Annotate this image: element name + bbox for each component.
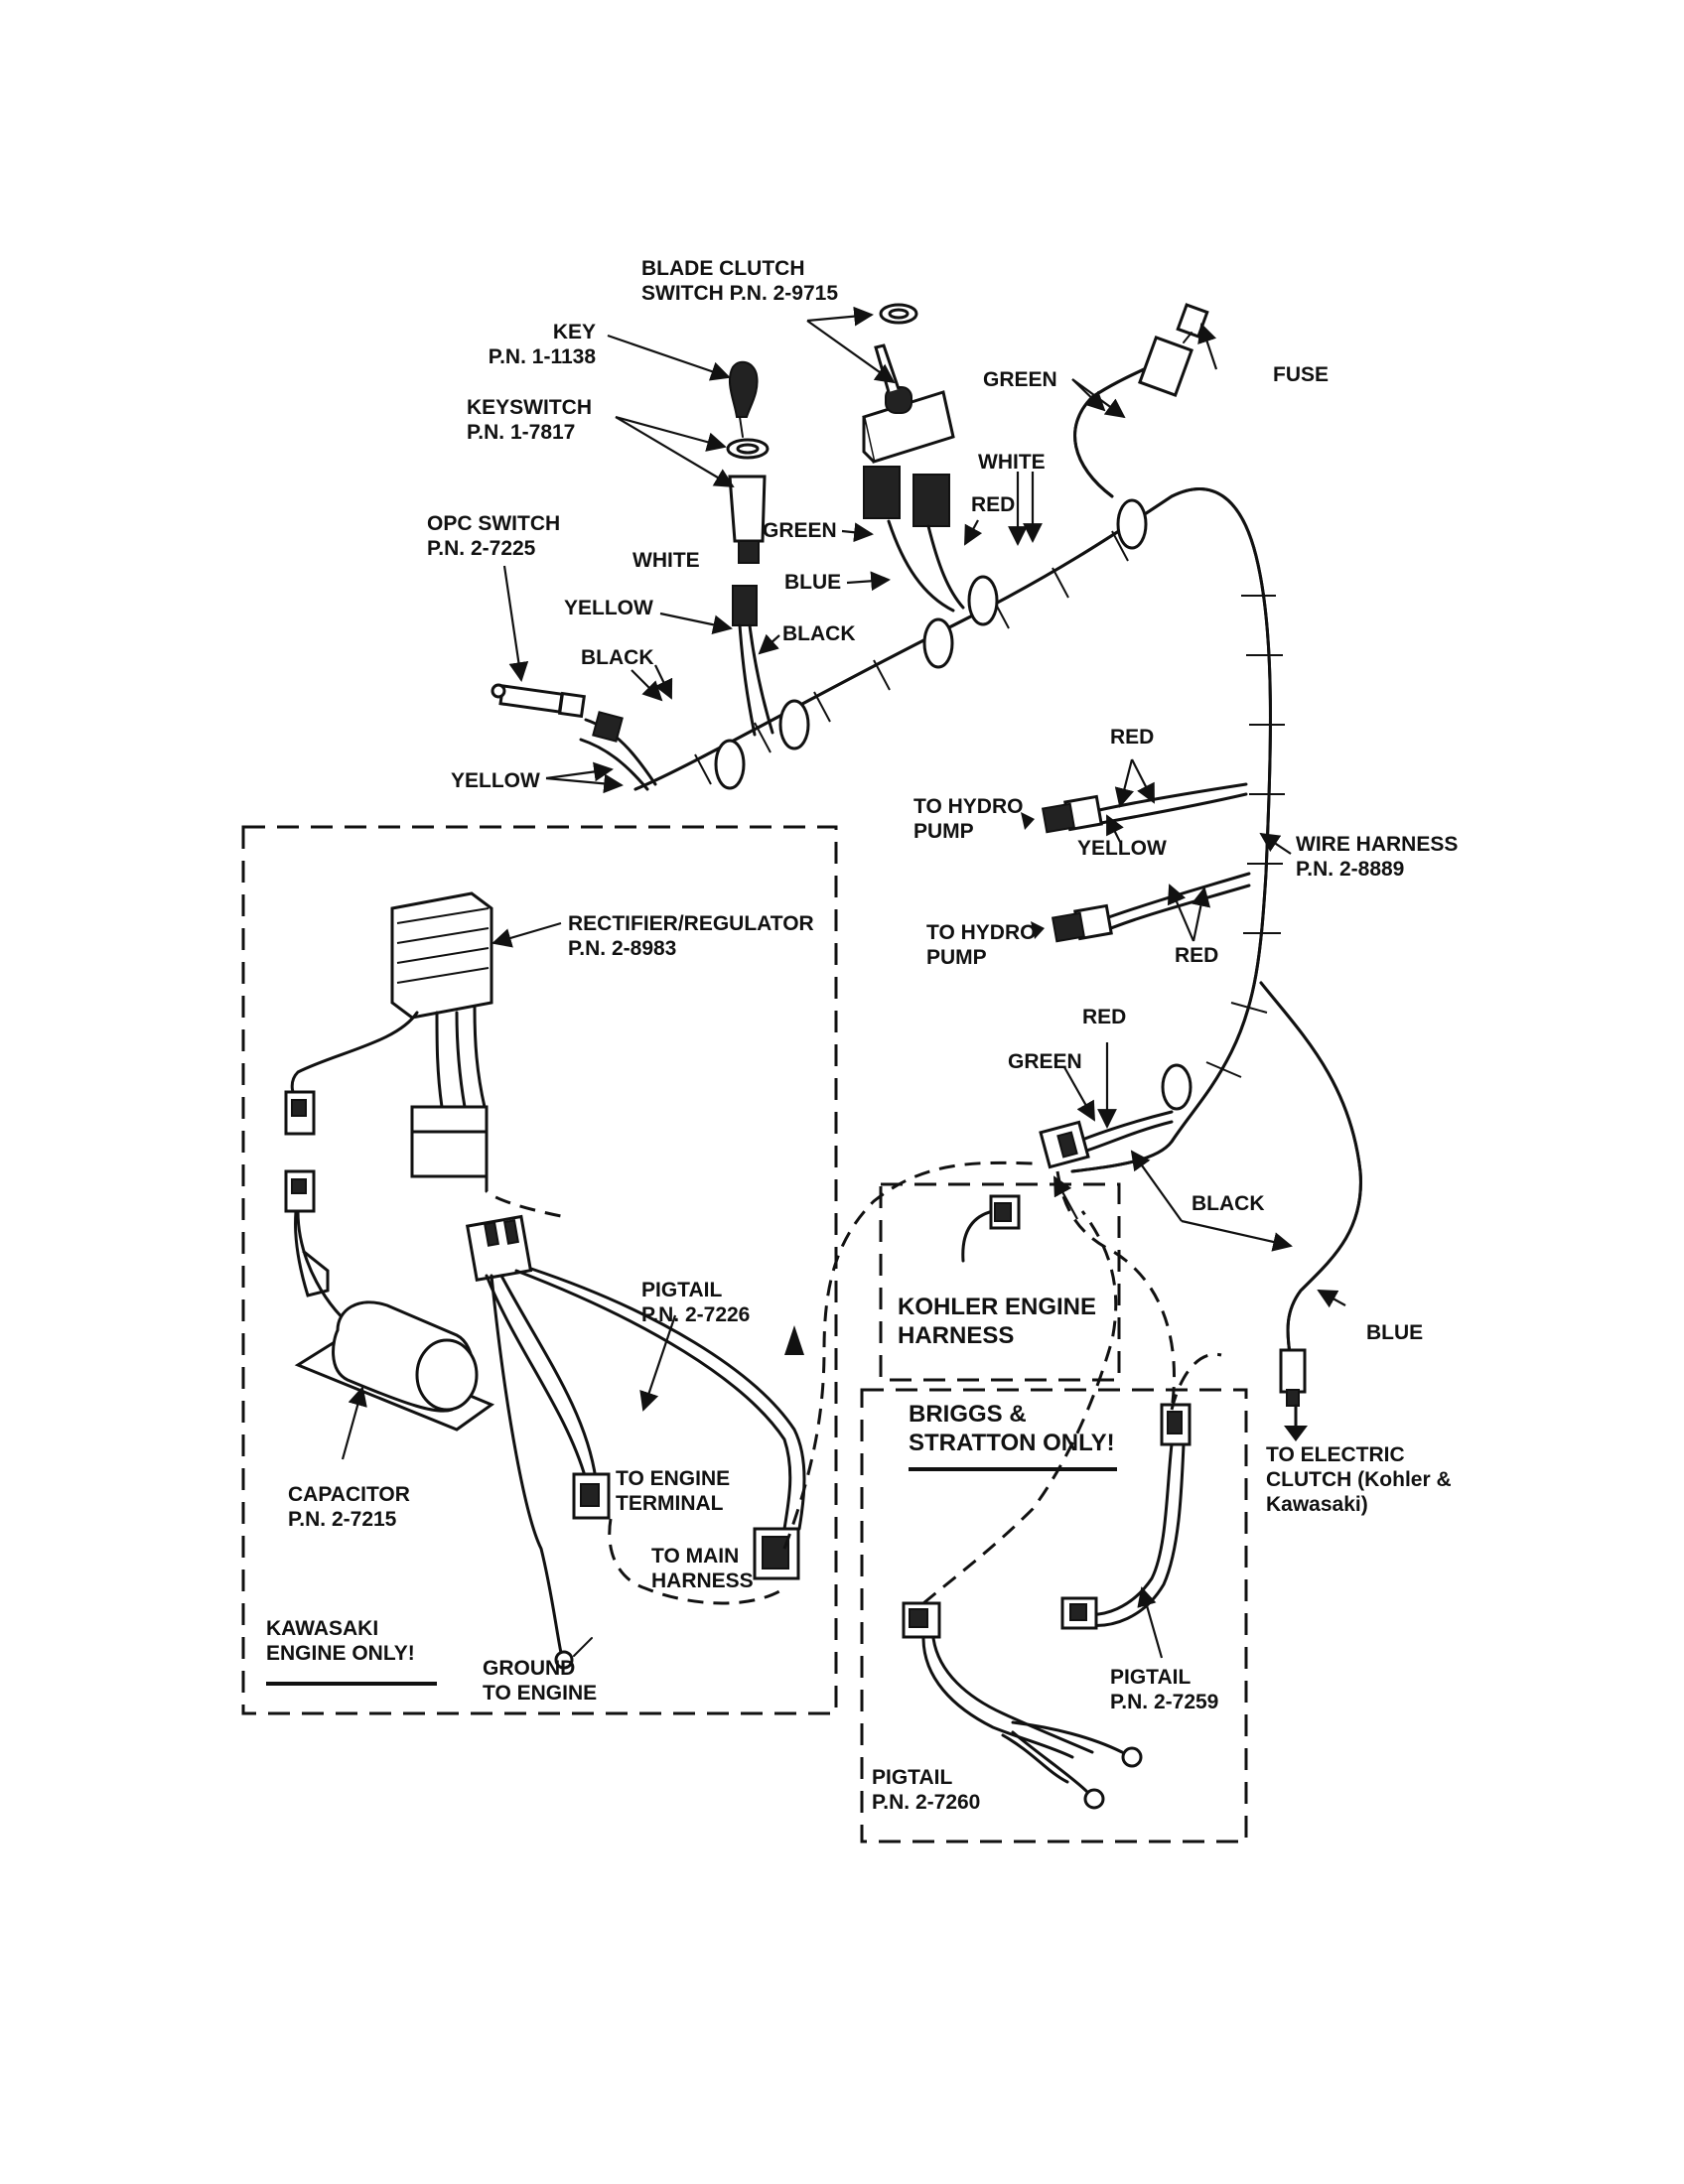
kawasaki-label: KAWASAKI ENGINE ONLY!	[266, 1616, 415, 1666]
key-label-line2: P.N. 1-1138	[488, 345, 596, 368]
yellow-opc-label: YELLOW	[451, 769, 540, 792]
pigtail-7260-label-line1: PIGTAIL	[872, 1766, 953, 1789]
black-key-label: BLACK	[782, 622, 856, 645]
key-and-keyswitch	[726, 360, 774, 737]
to-electric-clutch-line3: Kawasaki)	[1266, 1493, 1368, 1516]
blade-clutch-label: BLADE CLUTCH SWITCH P.N. 2-9715	[641, 256, 838, 306]
to-hydro-pump-1-label: TO HYDRO PUMP	[913, 794, 1023, 844]
pigtail-7226-label: PIGTAIL P.N. 2-7226	[641, 1278, 750, 1327]
rectifier-regulator	[284, 891, 493, 1178]
kohler-harness	[961, 1194, 1021, 1263]
yellow-hydro-label: YELLOW	[1077, 837, 1167, 860]
pigtail-7260-label: PIGTAIL P.N. 2-7260	[872, 1765, 980, 1815]
rectifier-label: RECTIFIER/REGULATOR P.N. 2-8983	[568, 911, 814, 961]
keyswitch-label-line1: KEYSWITCH	[467, 396, 592, 419]
kohler-label-line2: HARNESS	[898, 1322, 1015, 1349]
pigtail-7259-label: PIGTAIL P.N. 2-7259	[1110, 1665, 1218, 1714]
white-key-label: WHITE	[632, 549, 700, 572]
opc-switch-label-line2: P.N. 2-7225	[427, 537, 536, 560]
dashed-link-kohler	[1055, 1170, 1176, 1411]
ground-label: GROUND TO ENGINE	[483, 1656, 597, 1706]
to-main-harness-line2: HARNESS	[651, 1570, 754, 1592]
opc-switch-label-line1: OPC SWITCH	[427, 512, 561, 535]
kawasaki-label-line1: KAWASAKI	[266, 1617, 379, 1640]
capacitor-label: CAPACITOR P.N. 2-7215	[288, 1482, 410, 1532]
black-lower-label: BLACK	[1192, 1192, 1265, 1215]
to-main-harness-label: TO MAIN HARNESS	[651, 1544, 754, 1593]
dashed-link-briggs-main	[922, 1210, 1118, 1605]
keyswitch-label-line2: P.N. 1-7817	[467, 421, 576, 444]
main-harness	[633, 303, 1362, 1441]
to-hydro-pump-1-line1: TO HYDRO	[913, 795, 1024, 818]
pigtail-7259-label-line2: P.N. 2-7259	[1110, 1691, 1219, 1713]
pigtail-7259	[1060, 1403, 1192, 1630]
to-engine-terminal-line2: TERMINAL	[616, 1492, 724, 1515]
blade-clutch-label-line2: SWITCH P.N. 2-9715	[641, 282, 839, 305]
blade-clutch-switch	[862, 303, 965, 613]
red-top-label: RED	[971, 493, 1016, 516]
dashed-link-pigtail	[608, 1518, 785, 1605]
kohler-label-line1: KOHLER ENGINE	[898, 1294, 1097, 1320]
blade-clutch-label-line1: BLADE CLUTCH	[641, 257, 805, 280]
capacitor-label-line1: CAPACITOR	[288, 1483, 410, 1506]
hydro-connectors	[1021, 782, 1251, 943]
to-hydro-pump-2-label: TO HYDRO PUMP	[926, 920, 1036, 970]
dashed-link-briggs	[1170, 1352, 1222, 1411]
green-mid-label: GREEN	[763, 519, 837, 542]
red-lower-label: RED	[1082, 1006, 1127, 1028]
keyswitch-label: KEYSWITCH P.N. 1-7817	[467, 395, 592, 445]
ground-label-line1: GROUND	[483, 1657, 576, 1680]
dashed-link-main	[782, 1160, 1034, 1550]
briggs-label-line1: BRIGGS &	[909, 1401, 1027, 1428]
pigtail-7259-label-line1: PIGTAIL	[1110, 1666, 1192, 1689]
opc-switch-label: OPC SWITCH P.N. 2-7225	[427, 511, 560, 561]
blue-mid-label: BLUE	[784, 571, 842, 594]
red-hydro-top-label: RED	[1110, 726, 1155, 749]
leader-lines	[341, 306, 1346, 1659]
capacitor	[284, 1169, 495, 1432]
black-opc-label: BLACK	[581, 646, 654, 669]
key-label-line1: KEY	[552, 321, 596, 343]
rectifier-label-line1: RECTIFIER/REGULATOR	[568, 912, 814, 935]
yellow-key-label: YELLOW	[564, 597, 653, 619]
lower-connector	[1039, 1110, 1174, 1169]
kohler-box	[879, 1182, 1121, 1382]
wire-harness-label-line2: P.N. 2-8889	[1296, 858, 1405, 881]
fuse-label: FUSE	[1273, 363, 1330, 386]
briggs-label: BRIGGS & STRATTON ONLY!	[909, 1400, 1115, 1457]
capacitor-label-line2: P.N. 2-7215	[288, 1508, 397, 1531]
to-main-harness-line1: TO MAIN	[651, 1545, 740, 1568]
pigtail-7260	[902, 1601, 1143, 1810]
kawasaki-label-line2: ENGINE ONLY!	[266, 1642, 415, 1665]
key-label: KEY P.N. 1-1138	[485, 320, 596, 369]
pigtail-7226-label-line2: P.N. 2-7226	[641, 1303, 751, 1326]
wire-harness-label: WIRE HARNESS P.N. 2-8889	[1296, 832, 1458, 882]
white-top-label: WHITE	[978, 451, 1046, 474]
green-lower-label: GREEN	[1008, 1050, 1082, 1073]
opc-switch	[491, 683, 657, 791]
red-hydro-bottom-label: RED	[1175, 944, 1219, 967]
to-electric-clutch-line1: TO ELECTRIC	[1266, 1443, 1405, 1466]
wire-harness-label-line1: WIRE HARNESS	[1296, 833, 1459, 856]
to-engine-terminal-line1: TO ENGINE	[616, 1467, 731, 1490]
ground-label-line2: TO ENGINE	[483, 1682, 598, 1705]
briggs-label-line2: STRATTON ONLY!	[909, 1430, 1115, 1456]
to-engine-terminal-label: TO ENGINE TERMINAL	[616, 1466, 730, 1516]
blue-lower-label: BLUE	[1366, 1321, 1424, 1344]
to-electric-clutch-line2: CLUTCH (Kohler &	[1266, 1468, 1452, 1491]
kohler-label: KOHLER ENGINE HARNESS	[898, 1293, 1096, 1350]
kawasaki-box	[241, 825, 838, 1715]
green-top-label: GREEN	[983, 368, 1057, 391]
to-electric-clutch-label: TO ELECTRIC CLUTCH (Kohler & Kawasaki)	[1266, 1442, 1452, 1517]
to-hydro-pump-2-line1: TO HYDRO	[926, 921, 1037, 944]
rectifier-label-line2: P.N. 2-8983	[568, 937, 677, 960]
pigtail-7260-label-line2: P.N. 2-7260	[872, 1791, 981, 1814]
dashed-link-rectifier	[485, 1176, 562, 1218]
pigtail-7226-label-line1: PIGTAIL	[641, 1279, 723, 1301]
to-hydro-pump-1-line2: PUMP	[913, 820, 974, 843]
to-hydro-pump-2-line2: PUMP	[926, 946, 987, 969]
briggs-box	[860, 1388, 1248, 1843]
